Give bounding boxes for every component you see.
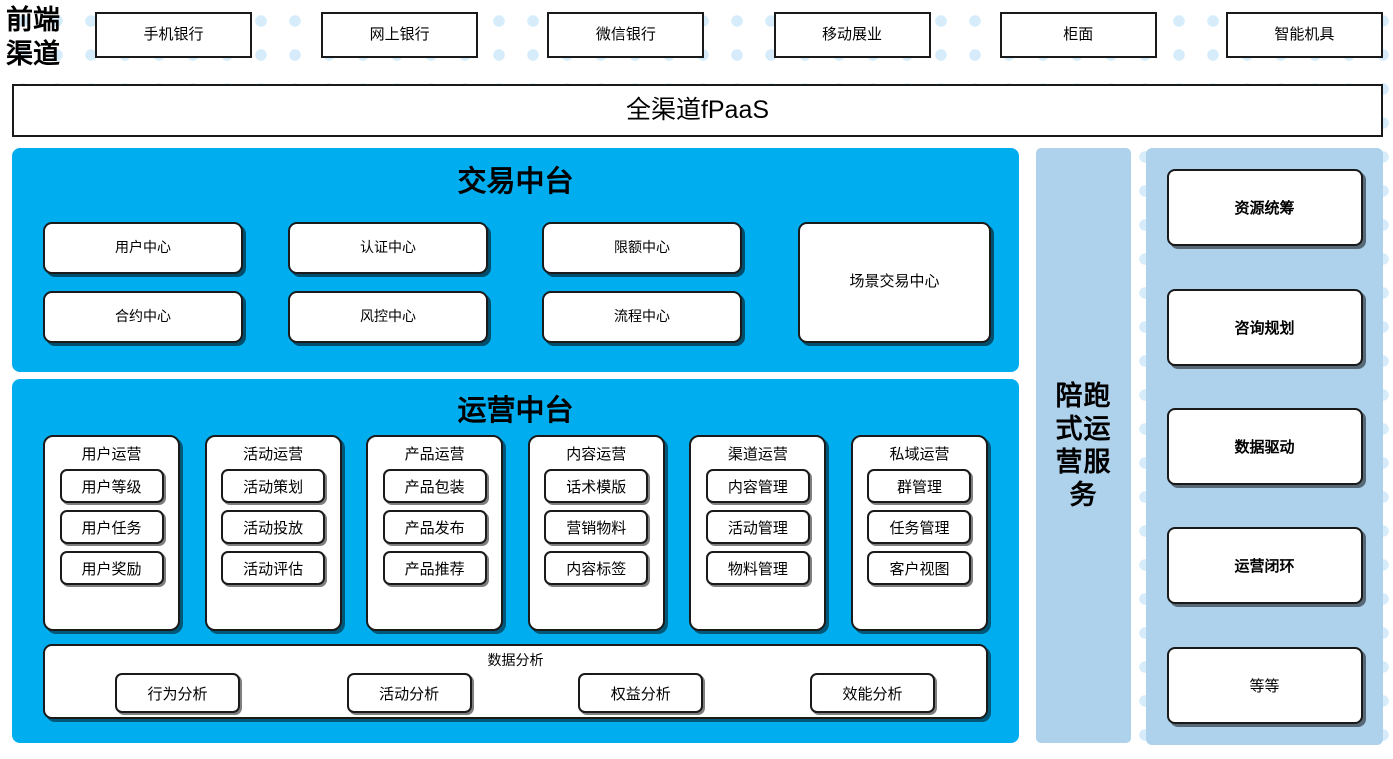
service-box-resource-coordination[interactable]: 资源统筹 bbox=[1166, 169, 1363, 247]
ops-item[interactable]: 活动管理 bbox=[705, 510, 810, 544]
escort-service-label: 陪跑式运营服务 bbox=[1055, 380, 1112, 510]
ops-item[interactable]: 产品推荐 bbox=[382, 551, 487, 585]
ops-item[interactable]: 活动投放 bbox=[221, 510, 326, 544]
right-services-panel: 资源统筹 咨询规划 数据驱动 运营闭环 等等 bbox=[1146, 148, 1383, 745]
ops-center-panel: 运营中台 用户运营 用户等级 用户任务 用户奖励 活动运营 活动策划 活动投放 … bbox=[12, 379, 1019, 743]
ops-group-title: 内容运营 bbox=[566, 446, 627, 463]
ops-item[interactable]: 活动策划 bbox=[221, 469, 326, 503]
ops-group-private-domain: 私域运营 群管理 任务管理 客户视图 bbox=[850, 435, 988, 631]
ops-item[interactable]: 客户视图 bbox=[867, 551, 972, 585]
trade-box-user-center[interactable]: 用户中心 bbox=[43, 222, 243, 274]
trade-box-risk-center[interactable]: 风控中心 bbox=[288, 291, 488, 343]
frontend-channel-label-line1: 前端 bbox=[6, 5, 60, 35]
ops-group-title: 产品运营 bbox=[404, 446, 465, 463]
service-box-etc[interactable]: 等等 bbox=[1166, 646, 1363, 724]
data-analysis-item-campaign[interactable]: 活动分析 bbox=[346, 673, 472, 713]
ops-item[interactable]: 任务管理 bbox=[867, 510, 972, 544]
ops-group-content: 内容运营 话术模版 营销物料 内容标签 bbox=[527, 435, 665, 631]
ops-item[interactable]: 内容管理 bbox=[705, 469, 810, 503]
channel-box-wechat-bank[interactable]: 微信银行 bbox=[547, 12, 705, 58]
ops-group-title: 活动运营 bbox=[243, 446, 304, 463]
ops-item[interactable]: 营销物料 bbox=[544, 510, 649, 544]
ops-group-user: 用户运营 用户等级 用户任务 用户奖励 bbox=[43, 435, 180, 631]
data-analysis-item-efficiency[interactable]: 效能分析 bbox=[809, 673, 935, 713]
ops-item[interactable]: 内容标签 bbox=[544, 551, 649, 585]
trade-box-auth-center[interactable]: 认证中心 bbox=[288, 222, 488, 274]
ops-item[interactable]: 群管理 bbox=[867, 469, 972, 503]
service-box-data-driven[interactable]: 数据驱动 bbox=[1166, 407, 1363, 485]
ops-item[interactable]: 物料管理 bbox=[705, 551, 810, 585]
trade-center-title: 交易中台 bbox=[457, 166, 574, 198]
ops-item[interactable]: 产品包装 bbox=[382, 469, 487, 503]
ops-item[interactable]: 话术模版 bbox=[544, 469, 649, 503]
ops-group-product: 产品运营 产品包装 产品发布 产品推荐 bbox=[366, 435, 504, 631]
ops-center-title: 运营中台 bbox=[457, 395, 574, 427]
channel-box-smart-machine[interactable]: 智能机具 bbox=[1225, 12, 1383, 58]
data-analysis-title: 数据分析 bbox=[487, 652, 544, 668]
data-analysis-item-row: 行为分析 活动分析 权益分析 效能分析 bbox=[115, 673, 935, 713]
ops-item[interactable]: 用户奖励 bbox=[59, 551, 164, 585]
escort-service-column: 陪跑式运营服务 bbox=[1036, 148, 1131, 743]
ops-item[interactable]: 活动评估 bbox=[221, 551, 326, 585]
ops-group-row: 用户运营 用户等级 用户任务 用户奖励 活动运营 活动策划 活动投放 活动评估 … bbox=[43, 435, 988, 631]
ops-item[interactable]: 用户任务 bbox=[59, 510, 164, 544]
frontend-channel-row: 手机银行 网上银行 微信银行 移动展业 柜面 智能机具 bbox=[95, 12, 1383, 58]
trade-center-panel: 交易中台 用户中心 认证中心 限额中心 合约中心 风控中心 流程中心 场景交易中… bbox=[12, 148, 1019, 372]
trade-box-contract-center[interactable]: 合约中心 bbox=[43, 291, 243, 343]
service-box-operation-closed-loop[interactable]: 运营闭环 bbox=[1166, 527, 1363, 605]
data-analysis-panel: 数据分析 行为分析 活动分析 权益分析 效能分析 bbox=[43, 644, 988, 719]
fpaas-bar[interactable]: 全渠道fPaaS bbox=[12, 84, 1383, 137]
channel-box-mobile-business[interactable]: 移动展业 bbox=[773, 12, 931, 58]
trade-box-process-center[interactable]: 流程中心 bbox=[542, 291, 742, 343]
frontend-channel-label-line2: 渠道 bbox=[6, 39, 60, 69]
ops-group-channel: 渠道运营 内容管理 活动管理 物料管理 bbox=[689, 435, 827, 631]
trade-box-limit-center[interactable]: 限额中心 bbox=[542, 222, 742, 274]
data-analysis-item-behavior[interactable]: 行为分析 bbox=[115, 673, 240, 713]
frontend-channel-label: 前端 渠道 bbox=[6, 2, 84, 72]
ops-group-campaign: 活动运营 活动策划 活动投放 活动评估 bbox=[204, 435, 342, 631]
service-box-consulting-planning[interactable]: 咨询规划 bbox=[1166, 288, 1363, 366]
channel-box-internet-bank[interactable]: 网上银行 bbox=[321, 12, 479, 58]
ops-item[interactable]: 用户等级 bbox=[59, 469, 164, 503]
channel-box-counter[interactable]: 柜面 bbox=[999, 12, 1157, 58]
trade-box-scene-transaction-center[interactable]: 场景交易中心 bbox=[798, 222, 991, 343]
ops-group-title: 私域运营 bbox=[889, 446, 950, 463]
ops-group-title: 渠道运营 bbox=[727, 446, 788, 463]
data-analysis-item-benefit[interactable]: 权益分析 bbox=[578, 673, 704, 713]
ops-item[interactable]: 产品发布 bbox=[382, 510, 487, 544]
channel-box-mobile-bank[interactable]: 手机银行 bbox=[95, 12, 252, 58]
ops-group-title: 用户运营 bbox=[81, 446, 142, 463]
